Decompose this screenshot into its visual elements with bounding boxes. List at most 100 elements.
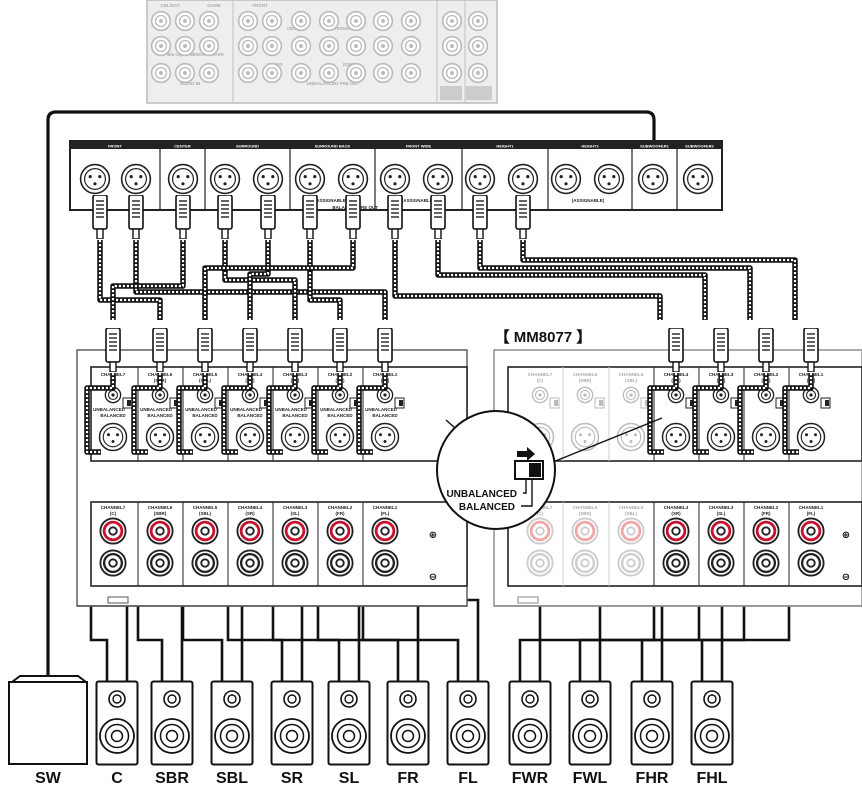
top-rca-jack-20 [345,35,367,57]
amp-right-rca-jack [622,386,640,404]
amp-right-xlr-jack [661,422,691,452]
amp-right-black-binding-post [662,549,690,577]
amp-right-black-binding-post [707,549,735,577]
top-rca-jack-28 [372,62,394,84]
avr-xlr-plug-6 [345,195,361,239]
cable-h1-r-inner [521,240,797,320]
avr-assignable-label-2: (ASSIGNABLE) [572,198,605,203]
amp-left-red-binding-post [371,517,399,545]
amp-left-unbal-label: UNBALANCED [185,407,217,412]
cable-amp-right-drop-1-inner [693,373,723,454]
top-panel-label-11: ZONE3 [342,62,358,67]
amp-right-spk-channel-sub: (SR) [671,511,681,516]
speaker-SL [327,680,371,766]
avr-xlr-jack-4 [252,163,284,195]
amp-left: CHANNEL7(C)UNBALANCEDBALANCEDCHANNEL7(C)… [76,349,468,607]
speaker-label-SBR: SBR [155,770,189,787]
amp-left-bal-label: BALANCED [327,413,353,418]
top-rca-jack-0 [150,10,172,32]
avr-xlr-jack-0 [79,163,111,195]
top-rca-jack-19 [318,35,340,57]
amp-left-black-binding-post [236,549,264,577]
amp-left-spk-channel-name: CHANNEL4 [238,505,263,510]
amp-left-black-binding-post [326,549,354,577]
amp-left-spk-channel-sub: (C) [110,511,117,516]
amp-left-spk-channel-name: CHANNEL6 [148,505,173,510]
avr-section-label-5: HEIGHT1 [496,144,514,149]
top-rca-jack-3 [150,35,172,57]
top-rca-jack-24 [261,62,283,84]
top-rca-jack-7 [174,62,196,84]
avr-xlr-jack-12 [593,163,625,195]
amp-left-spk-channel-sub: (SL) [291,511,300,516]
amp-right-channel-name: CHANNEL6 [573,372,598,377]
amp-right-channel-3: CHANNEL5(SBL)CHANNEL5(SBL) [608,367,651,586]
amp-right-channel-sub: (SBL) [625,378,637,383]
cable-center-outer [110,240,186,320]
callout-bal-leader [521,480,533,507]
cable-fw-r-inner [436,240,707,320]
amp-right-black-binding-post [617,549,645,577]
cable-fw-l-outer [392,240,663,320]
avr-xlr-plug-4 [260,195,276,239]
amp-left-mini-switch-knob [399,400,403,406]
amp-right-rca-jack [531,386,549,404]
top-rca-jack-16 [237,35,259,57]
avr-xlr-jack-9 [464,163,496,195]
amp-right-black-binding-post [752,549,780,577]
amp-right-mini-switch-knob [554,400,558,406]
amp-right-mini-switch-knob [735,400,739,406]
avr-section-label-4: FRONT WIDE [406,144,432,149]
cable-surround-l-outer [222,240,298,320]
top-rca-jack-12 [318,10,340,32]
speaker-FWR [508,680,552,766]
cable-amp-right-drop-2-inner [738,373,768,454]
amp-right-xlr-jack [706,422,736,452]
amp-right-red-binding-post [617,517,645,545]
amp-right-spk-channel-name: CHANNEL3 [709,505,734,510]
speaker-C [95,680,139,766]
avr-xlr-plug-0 [92,195,108,239]
amp-left-spk-channel-sub: (SBL) [199,511,211,516]
amp-left-xlr-jack [98,422,128,452]
top-rca-jack-14 [372,10,394,32]
amp-right-red-binding-post [797,517,825,545]
amp-right-xlr-jack [616,422,646,452]
avr-xlr-plug-7 [387,195,403,239]
cable-center-inner [111,240,185,320]
amp-left-bal-label: BALANCED [372,413,398,418]
amp-left-mini-switch-knob [264,400,268,406]
avr-panel-header-bar [70,141,722,149]
top-panel-label-4: Blu-ray [167,52,183,57]
avr-section-label-3: SURROUND BACK [315,144,351,149]
top-panel-label-1: GAME [207,3,221,8]
avr-section-label-7: SUBWOOFER1 [640,144,669,149]
top-panel-label-6: AUDIO IN [180,81,200,86]
amp-right-red-binding-post [707,517,735,545]
amp-left-xlr-jack [280,422,310,452]
avr-xlr-jack-5 [294,163,326,195]
avr-xlr-jack-6 [337,163,369,195]
speaker-label-FL: FL [458,770,478,787]
amp-left-spk-channel-name: CHANNEL5 [193,505,218,510]
amp-left-unbal-label: UNBALANCED [365,407,397,412]
avr-xlr-plug-5 [302,195,318,239]
amp-right-red-binding-post [752,517,780,545]
speaker-label-FWL: FWL [573,770,608,787]
callout-switch-knob [529,463,541,477]
cable-amp-right-drop-0-inner [648,373,678,454]
speaker-FHL [690,680,734,766]
avr-section-label-1: CENTER [174,144,191,149]
amp-left-unbal-label: UNBALANCED [275,407,307,412]
speaker-label-SW: SW [35,770,62,787]
amp-left-spk-channel-name: CHANNEL1 [373,505,398,510]
cable-amp-left-drop-6-inner [357,373,387,454]
amp-left-mini-switch-knob [354,400,358,406]
amp-left-bal-label: BALANCED [282,413,308,418]
cable-surround-l-inner [223,240,297,320]
amp-left-unbal-label: UNBALANCED [230,407,262,412]
